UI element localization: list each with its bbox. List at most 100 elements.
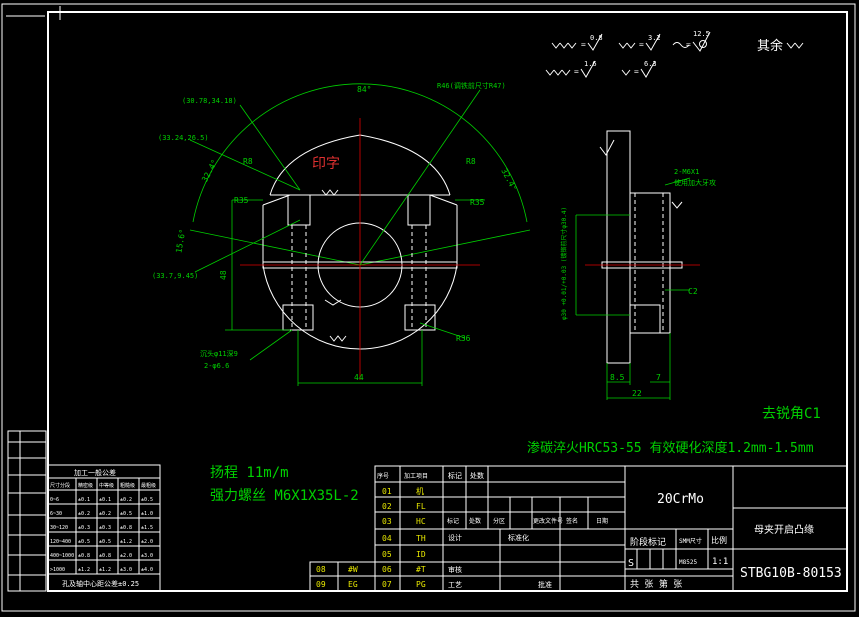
- tol-cell: ±0.8: [99, 553, 111, 559]
- proc-row-count: 处数: [469, 517, 481, 525]
- proc-row-item: FL: [416, 502, 426, 511]
- dim-radius-r46: R46(调铁前尺寸R47): [437, 81, 506, 90]
- tol-cells: 尺寸分段精密级中等级粗糙级最粗级0~6±0.1±0.1±0.2±0.56~30±…: [50, 482, 156, 573]
- tol-cell: ±0.5: [78, 539, 90, 545]
- proc-extra-item: EG: [348, 580, 358, 589]
- dim-r35-left: R35: [234, 196, 249, 205]
- svg-text:=: =: [574, 67, 579, 76]
- tol-cell: ±1.2: [120, 539, 132, 545]
- finish-value-1: 0.8: [590, 34, 603, 42]
- finish-rest: 其余: [757, 38, 804, 54]
- tol-cell: ±0.1: [99, 497, 111, 503]
- surface-finish-legend: = 0.8 = 3.2 = 12.5 = 1.6 =: [545, 30, 804, 78]
- proc-row-mark: 标记: [447, 517, 459, 525]
- dim-r8-right: R8: [466, 157, 476, 166]
- finish-rest-label: 其余: [757, 38, 783, 54]
- tol-cell: ±0.1: [78, 497, 90, 503]
- note-heat-treat: 渗碳淬火HRC53-55 有效硬化深度1.2mm-1.5mm: [527, 440, 814, 456]
- dim-height-48: 48: [219, 270, 228, 280]
- tol-cell: ±0.3: [99, 525, 111, 531]
- proc-row-no: 06: [382, 565, 392, 574]
- left-edge-stack: [7, 430, 47, 592]
- tol-cell: ±2.0: [141, 539, 153, 545]
- tol-cell: >1000: [50, 567, 65, 573]
- proc-extra-item: #W: [348, 565, 358, 574]
- finish-value-5: 6.3: [644, 60, 657, 68]
- finish-symbol-4: = 1.6: [545, 60, 597, 78]
- stage-label: 阶段标记: [630, 536, 666, 548]
- hole-note-1: 沉头φ11深9: [200, 349, 238, 358]
- drawing-number: STBG10B-80153: [740, 566, 842, 581]
- engrave-mark: 印字: [312, 156, 340, 172]
- proc-row-no: 01: [382, 487, 392, 496]
- thread-note-1: 2-M6X1: [674, 168, 699, 176]
- dim-coord-3: (33.7,9.45): [152, 272, 198, 280]
- role-review: 审核: [448, 565, 462, 574]
- dim-coord-2: (33.24,26.5): [158, 134, 209, 142]
- tol-footer: 孔及轴中心距公差±0.25: [62, 579, 139, 588]
- stage-code: S: [628, 558, 634, 569]
- dim-r35-right: R35: [470, 198, 485, 207]
- proc-row-item: ID: [416, 550, 426, 559]
- dim-angle-left1: 32.4°: [200, 158, 219, 183]
- proc-row-no: 05: [382, 550, 392, 559]
- proc-header-item: 加工项目: [404, 472, 428, 480]
- proc-row-no: 02: [382, 502, 392, 511]
- tol-cell: ±0.5: [120, 511, 132, 517]
- proc-row-sign: 签名: [566, 517, 578, 525]
- tol-cell: 0~6: [50, 497, 59, 503]
- tol-cell: ±3.0: [120, 567, 132, 573]
- dim-angle-right: 32.4°: [499, 167, 518, 192]
- dim-r8-left: R8: [243, 157, 253, 166]
- proc-extra-no: 09: [316, 580, 326, 589]
- finish-symbol-1: = 0.8: [551, 33, 603, 51]
- sheet-count: 共 张 第 张: [630, 578, 682, 590]
- proc-row-no: 03: [382, 517, 392, 526]
- tol-cell: 400~1000: [50, 553, 74, 559]
- svg-text:=: =: [686, 40, 691, 49]
- note-deburr: 去锐角C1: [762, 406, 821, 422]
- tol-cell: ±0.3: [78, 525, 90, 531]
- weight-label: SMM尺寸: [679, 537, 702, 545]
- sheet-outer-frame: [1, 3, 856, 612]
- proc-row-doc: 更改文件号: [533, 517, 563, 525]
- tol-cell: ±1.2: [99, 567, 111, 573]
- dim-7: 7: [656, 373, 661, 382]
- tol-header: 精密级: [78, 482, 93, 489]
- finish-value-3: 12.5: [693, 30, 710, 38]
- tol-cell: ±0.5: [99, 539, 111, 545]
- side-pocket: [629, 304, 661, 334]
- dim-width-44: 44: [354, 373, 364, 382]
- counterbore-right: [407, 194, 431, 226]
- tol-cell: ±2.0: [120, 553, 132, 559]
- tol-cell: ±4.0: [141, 567, 153, 573]
- bore-note: φ30 +0.01/+0.03 (镀铬前尺寸φ30.4): [560, 207, 568, 320]
- proc-col-mark: 标记: [448, 471, 462, 480]
- weight-value: M8525: [679, 559, 697, 566]
- dim-r36: R36: [456, 334, 471, 343]
- tol-cell: ±0.5: [141, 497, 153, 503]
- tol-header: 尺寸分段: [50, 482, 70, 489]
- role-design: 设计: [448, 533, 462, 542]
- svg-text:=: =: [639, 40, 644, 49]
- role-approve: 批准: [538, 580, 552, 589]
- thread-note-2: 使用加大牙攻: [674, 178, 716, 187]
- dim-angle-84: 84°: [357, 85, 371, 94]
- finish-value-2: 3.2: [648, 34, 661, 42]
- proc-row-no: 07: [382, 580, 392, 589]
- tol-cell: ±1.0: [141, 511, 153, 517]
- tol-header: 粗糙级: [120, 482, 135, 489]
- tol-cell: ±1.2: [78, 567, 90, 573]
- note-stroke: 扬程 11m/m: [210, 465, 289, 481]
- tol-header: 最粗级: [141, 482, 156, 489]
- scale-value: 1:1: [712, 557, 728, 567]
- proc-row-item: 机: [416, 486, 424, 496]
- dim-coord-1: (30.78,34.18): [182, 97, 237, 105]
- proc-header-no: 序号: [377, 472, 389, 480]
- finish-symbol-5: = 6.3: [621, 60, 657, 78]
- side-hub: [629, 192, 671, 334]
- tol-cell: 30~120: [50, 525, 68, 531]
- dim-22: 22: [632, 389, 642, 398]
